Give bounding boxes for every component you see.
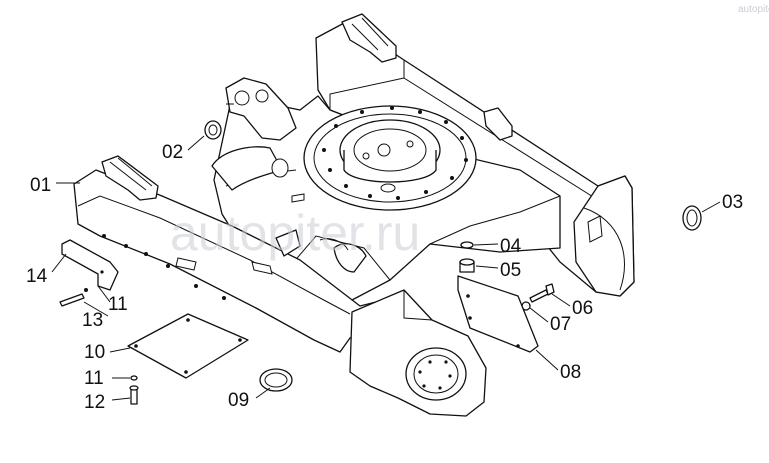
watermark-text: autopiter.ru bbox=[170, 205, 420, 261]
callout-12: 12 bbox=[84, 392, 105, 413]
rear-drive-housing bbox=[573, 175, 635, 297]
callout-14: 14 bbox=[26, 266, 48, 287]
leader-lines bbox=[51, 135, 721, 401]
swing-bearing-mount bbox=[303, 105, 477, 211]
front-shaft-stub bbox=[211, 146, 283, 191]
callout-04: 04 bbox=[500, 236, 522, 257]
loose-parts bbox=[59, 120, 555, 405]
callout-labels: 01 02 03 04 05 06 07 08 09 10 11 11 12 1… bbox=[26, 142, 743, 413]
access-plate-10 bbox=[127, 313, 249, 379]
callout-06: 06 bbox=[572, 298, 593, 319]
corner-watermark: autopiter bbox=[738, 4, 769, 15]
callout-09: 09 bbox=[228, 390, 249, 411]
callout-07: 07 bbox=[550, 314, 571, 335]
bracket-plate-14 bbox=[61, 239, 119, 291]
callout-01: 01 bbox=[30, 175, 51, 196]
callout-13: 13 bbox=[82, 310, 103, 331]
rear-bracket bbox=[341, 13, 397, 63]
callout-08: 08 bbox=[560, 362, 581, 383]
lug-pin-hole bbox=[234, 90, 250, 106]
idler-bore bbox=[405, 347, 467, 401]
washer-11 bbox=[130, 375, 138, 381]
bolt-13 bbox=[59, 293, 85, 307]
callout-11-lower: 11 bbox=[84, 368, 104, 389]
washer-04 bbox=[460, 241, 474, 249]
bolt-06 bbox=[529, 289, 549, 303]
callout-10: 10 bbox=[84, 342, 105, 363]
cover-plate-08 bbox=[457, 275, 539, 353]
lower-frame bbox=[73, 13, 702, 417]
callout-02: 02 bbox=[162, 142, 183, 163]
rear-cross-lug bbox=[483, 107, 513, 141]
callout-05: 05 bbox=[500, 260, 521, 281]
callout-11-upper: 11 bbox=[108, 294, 128, 315]
callout-03: 03 bbox=[722, 192, 743, 213]
